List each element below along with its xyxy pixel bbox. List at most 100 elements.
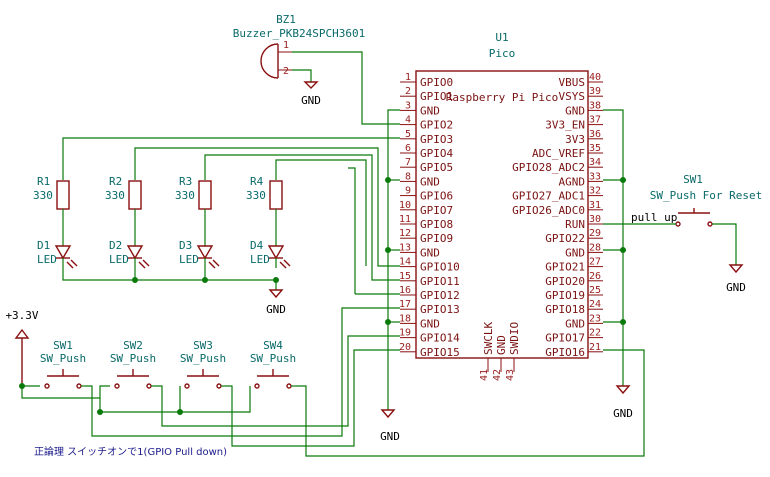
gnd-icon — [728, 264, 744, 274]
pin-name: GPIO10 — [420, 261, 460, 274]
pin-name: GND — [420, 175, 440, 188]
buzzer-ref: BZ1 — [276, 13, 296, 26]
pin-number: 43 — [505, 369, 516, 381]
reset-switch-symbol[interactable]: SW1 SW_Push For Reset — [650, 173, 763, 227]
switch-contact — [114, 383, 120, 389]
junction-dot — [620, 247, 626, 253]
pico-right-pins: 40VBUS39VSYS38GND373V3_EN363V335ADC_VREF… — [512, 72, 603, 359]
pin-number: 2 — [405, 86, 411, 97]
pico-value: Pico — [489, 47, 516, 60]
pin-name: ADC_VREF — [532, 147, 585, 160]
pin-number: 3 — [405, 100, 411, 111]
gnd-icon — [615, 385, 631, 395]
junction-dot — [132, 277, 138, 283]
resistor-body — [128, 180, 142, 210]
pico-left-gnd-symbol: GND — [380, 409, 400, 443]
buzzer-symbol[interactable]: BZ1 Buzzer_PKB24SPCH3601 1 2 — [233, 13, 365, 79]
logic-note: 正論理 スイッチオンで1(GPIO Pull down) — [34, 445, 227, 458]
pin-number: 40 — [589, 72, 601, 83]
buzzer-gnd-wire — [292, 69, 312, 82]
led-value: LED — [179, 253, 199, 266]
pin-name: VSYS — [559, 90, 586, 103]
buzzer-gnd-symbol: GND — [292, 69, 321, 107]
wire-v33-sw2 — [21, 385, 110, 399]
pin-number: 13 — [399, 242, 411, 253]
led-ray — [283, 259, 291, 267]
wire-sw1-gpio13 — [86, 307, 400, 437]
v33-arrow-icon — [14, 328, 30, 339]
switch-contact — [254, 383, 260, 389]
pin-number: 35 — [589, 143, 601, 154]
pin-number: 4 — [405, 115, 411, 126]
junction-dot — [97, 409, 103, 415]
pin-name: GND — [565, 317, 585, 330]
wire-r4-gpio — [275, 159, 367, 266]
pin-number: 29 — [589, 228, 601, 239]
pin-number: 34 — [589, 157, 601, 168]
wire-gnd-rail-right — [603, 109, 624, 386]
switch-contact — [286, 383, 292, 389]
junction-dot — [385, 247, 391, 253]
led-value: LED — [37, 253, 57, 266]
led-triangle — [267, 245, 285, 260]
buzzer-value: Buzzer_PKB24SPCH3601 — [233, 27, 365, 40]
switch-ref: SW2 — [123, 339, 143, 352]
pin-number: 27 — [589, 257, 601, 268]
switch-contact — [216, 383, 222, 389]
pin-name: GND — [565, 104, 585, 117]
pin-number: 15 — [399, 271, 411, 282]
pin-name: GND — [495, 335, 508, 355]
pin-name: GPIO0 — [420, 76, 453, 89]
pin-number: 25 — [589, 285, 601, 296]
led-gnd-symbol: GND — [266, 289, 286, 316]
pin-number: 6 — [405, 143, 411, 154]
pin-number: 42 — [492, 369, 503, 381]
resistor-ref: R1 — [37, 175, 50, 188]
gnd-icon — [268, 289, 284, 299]
resistor-value: 330 — [246, 189, 266, 202]
reset-gnd-label: GND — [726, 281, 746, 294]
pin-number: 36 — [589, 129, 601, 140]
pin-name: GND — [420, 246, 440, 259]
pico-pin-left: 2 GPIO1 — [400, 86, 453, 103]
pico-pin-left: 14 GPIO10 — [399, 257, 460, 274]
pin-number: 14 — [399, 257, 411, 268]
pin-number: 30 — [589, 214, 601, 225]
pin-name: GPIO1 — [420, 90, 453, 103]
led-ray — [212, 259, 220, 267]
pin-name: 3V3 — [565, 133, 585, 146]
pin-name: GND — [420, 104, 440, 117]
pin-number: 23 — [589, 313, 601, 324]
pin-number: 9 — [405, 186, 411, 197]
pin-name: GPIO26_ADC0 — [512, 204, 585, 217]
buzzer-gnd-label: GND — [301, 94, 321, 107]
pin-name: GND — [565, 246, 585, 259]
pin-number: 24 — [589, 299, 601, 310]
